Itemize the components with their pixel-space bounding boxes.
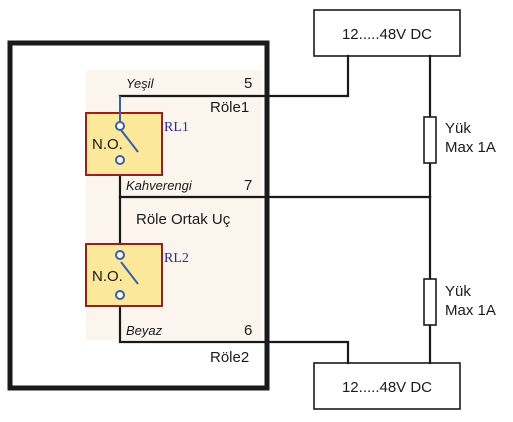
terminal-7-name: Röle Ortak Uç: [136, 211, 231, 228]
relay-rl1-contact-bottom: [115, 155, 125, 165]
relay-rl1-contact-label: N.O.: [92, 136, 123, 153]
power-supply-bottom: [313, 362, 461, 410]
load-resistor-2: [423, 278, 437, 326]
load-1-rating: Max 1A: [445, 139, 496, 156]
power-supply-top-label: 12.....48V DC: [342, 26, 432, 43]
load-resistor-1: [423, 116, 437, 164]
relay-rl2-switch: [120, 261, 139, 285]
relay-rl2-id: RL2: [164, 251, 189, 266]
terminal-6-name: Röle2: [210, 349, 249, 366]
terminal-5-name: Röle1: [210, 99, 249, 116]
power-supply-top: [313, 9, 461, 57]
relay-rl2-contact-top: [115, 250, 125, 260]
terminal-5-color: Yeşil: [126, 76, 155, 91]
relay-rl1-id: RL1: [164, 120, 189, 135]
terminal-6-color: Beyaz: [126, 323, 163, 338]
load-1-name: Yük: [445, 120, 471, 137]
relay-rl2-contact-label: N.O.: [92, 268, 123, 285]
terminal-7-number: 7: [244, 177, 252, 194]
wire-terminal-5: [118, 54, 350, 98]
load-2-rating: Max 1A: [445, 302, 496, 319]
terminal-6-number: 6: [244, 322, 252, 339]
load-2-name: Yük: [445, 283, 471, 300]
terminal-5-number: 5: [244, 75, 252, 92]
relay-rl2-contact-bottom: [115, 290, 125, 300]
power-supply-bottom-label: 12.....48V DC: [342, 379, 432, 396]
wire-terminal-6: [118, 296, 350, 365]
relay-rl1-contact-top: [115, 121, 125, 131]
terminal-7-color: Kahverengi: [126, 178, 193, 193]
